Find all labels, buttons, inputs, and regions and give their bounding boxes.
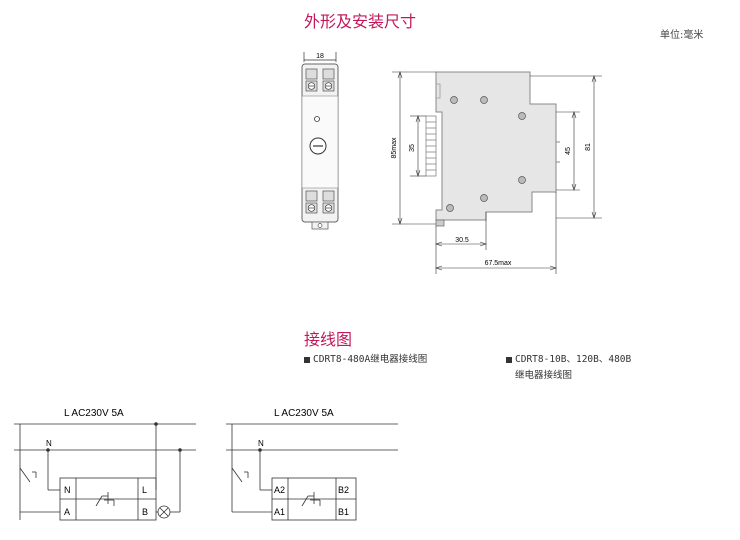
terminal-a: A: [64, 507, 70, 517]
caption-right-model: CDRT8-10B、120B、480B: [515, 354, 632, 365]
dimensions-title: 外形及安装尺寸: [304, 12, 417, 31]
wiring-title: 接线图: [304, 330, 353, 349]
relay-side-view: 85max 35 45 81 30.5 67.5max: [391, 71, 602, 274]
terminal-n: N: [64, 485, 71, 495]
wiring-diagram-right: L AC230V 5A N A2 A1 B2 B1: [226, 408, 398, 521]
dim-35: 35: [409, 144, 416, 152]
dim-81: 81: [585, 143, 592, 151]
front-width-dim: 18: [316, 53, 324, 60]
caption-right: CDRT8-10B、120B、480B 继电器接线图: [506, 352, 631, 384]
caption-left-model: CDRT8-480A: [313, 354, 371, 365]
terminal-a1: A1: [274, 507, 285, 517]
unit-label: 单位:毫米: [660, 30, 704, 41]
terminal-b: B: [142, 507, 148, 517]
terminal-l: L: [142, 485, 147, 495]
terminal-b1: B1: [338, 507, 349, 517]
caption-left-text: 继电器接线图: [370, 354, 428, 365]
caption-right-text: 继电器接线图: [515, 370, 573, 381]
wiring-diagram-left: L AC230V 5A N N A L B: [14, 408, 196, 521]
dim-67-5max: 67.5max: [485, 260, 512, 267]
wiring-left-supply: L AC230V 5A: [64, 408, 124, 419]
caption-left: CDRT8-480A继电器接线图: [304, 352, 427, 368]
dim-30-5: 30.5: [455, 237, 469, 244]
led-icon: [314, 116, 320, 122]
terminal-a2: A2: [274, 485, 285, 495]
wiring-right-supply: L AC230V 5A: [274, 408, 334, 419]
bullet-icon: [304, 356, 310, 363]
relay-front-view: 18: [301, 52, 339, 230]
wiring-left-neutral: N: [46, 439, 52, 448]
lamp-icon: [157, 505, 171, 519]
dim-45: 45: [565, 147, 572, 155]
wiring-right-neutral: N: [258, 439, 264, 448]
terminal-b2: B2: [338, 485, 349, 495]
dim-85max: 85max: [391, 137, 398, 159]
bullet-icon: [506, 356, 512, 363]
